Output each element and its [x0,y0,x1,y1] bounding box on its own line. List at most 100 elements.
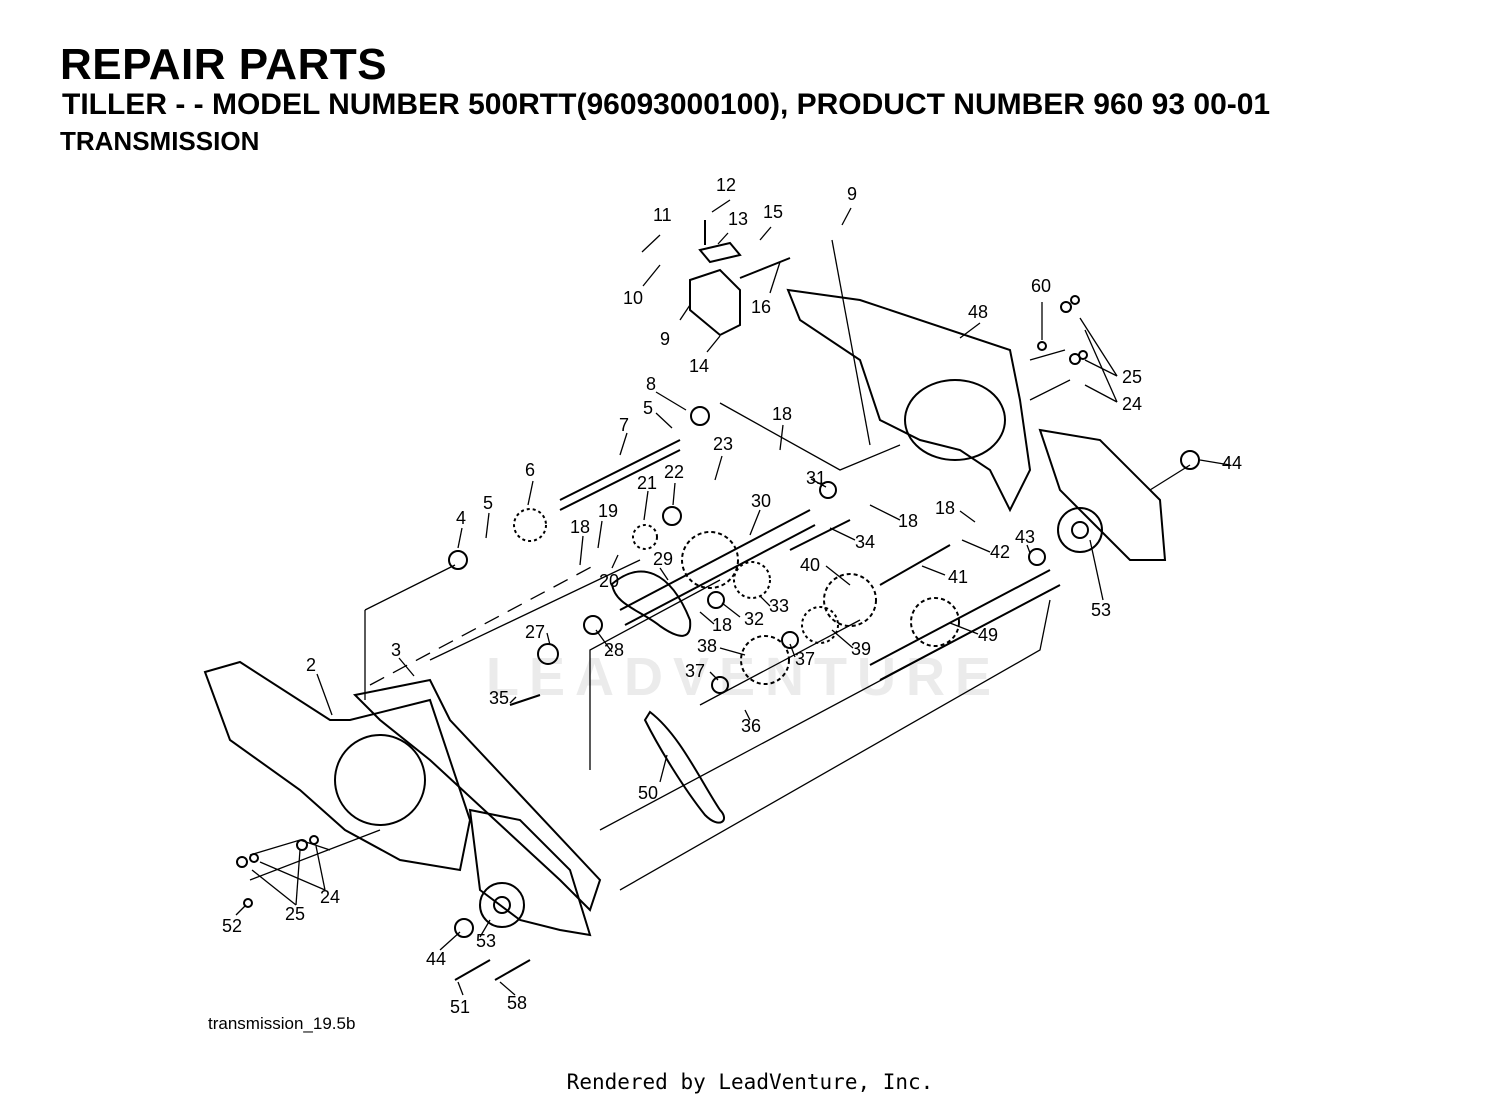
gear-21 [632,524,658,550]
callout-6: 6 [525,460,535,480]
callout-37: 37 [685,661,705,681]
callout-29: 29 [653,549,673,569]
right-hub-bore [1071,521,1089,539]
right-side-cover [1038,428,1167,561]
callout-43: 43 [1015,527,1035,547]
callout-42: 42 [990,542,1010,562]
shaft-30 [619,509,811,611]
bearing-43 [1028,548,1046,566]
bearing-22 [662,506,682,526]
bolt-35 [509,694,541,706]
callout-9: 9 [660,329,670,349]
bearing-8 [690,406,710,426]
callout-8: 8 [646,374,656,394]
right-housing-cutout [904,379,1006,461]
callout-3: 3 [391,640,401,660]
gasket [352,678,602,912]
plate-13 [698,241,742,264]
model-line: TILLER - - MODEL NUMBER 500RTT(960930001… [62,88,1271,121]
callout-23: 23 [713,434,733,454]
callout-18: 18 [935,498,955,518]
callout-53: 53 [1091,600,1111,620]
callout-22: 22 [664,462,684,482]
callout-32: 32 [744,609,764,629]
sprocket-39 [801,606,839,644]
shaft-41 [879,544,951,586]
bearing-31 [819,481,837,499]
callout-20: 20 [599,571,619,591]
sprocket-40 [823,573,877,627]
sprocket-49 [910,597,960,647]
sprocket-38 [740,635,790,685]
spacer-27 [537,643,559,665]
shaft-49 [869,569,1051,666]
washer-24-d [1078,350,1088,360]
bearing-37-lower [711,676,729,694]
callout-24: 24 [320,887,340,907]
callout-18: 18 [898,511,918,531]
bearing-37-upper [781,631,799,649]
shaft-30-lower [624,524,816,626]
section-title: TRANSMISSION [60,126,260,156]
callout-48: 48 [968,302,988,322]
page-title: REPAIR PARTS [60,40,388,89]
callout-38: 38 [697,636,717,656]
callout-25: 25 [285,904,305,924]
callout-14: 14 [689,356,709,376]
bearing-44-right [1180,450,1200,470]
callout-28: 28 [604,640,624,660]
callout-11: 11 [653,205,672,225]
callout-labels: 2 3 4 5 5 6 7 8 9 9 10 11 12 13 14 15 16… [222,175,1242,1017]
callout-16: 16 [751,297,771,317]
right-housing-plate [786,288,1032,513]
callout-37: 37 [795,649,815,669]
bearing-32 [707,591,725,609]
washer-24-c [1070,295,1080,305]
shift-rod-16 [739,257,791,279]
callout-44: 44 [426,949,446,969]
callout-53: 53 [476,931,496,951]
washer-24-b [309,835,319,845]
callout-2: 2 [306,655,316,675]
callout-9: 9 [847,184,857,204]
callout-58: 58 [507,993,527,1013]
callout-50: 50 [638,783,658,803]
washer-25-c [1060,301,1072,313]
callout-36: 36 [741,716,761,736]
bolt-58 [494,959,531,981]
callout-31: 31 [806,468,826,488]
callout-40: 40 [800,555,820,575]
callout-5: 5 [643,398,653,418]
callout-18: 18 [712,615,732,635]
callout-15: 15 [763,202,783,222]
callout-12: 12 [716,175,736,195]
left-hub [479,882,525,928]
callout-24: 24 [1122,394,1142,414]
callout-18: 18 [570,517,590,537]
sprocket-30 [681,531,739,589]
reference-lines [235,199,1231,996]
chain-50 [643,710,725,824]
gear-6 [513,508,547,542]
diagram-artwork [203,220,1200,981]
callout-25: 25 [1122,367,1142,387]
callout-44: 44 [1222,453,1242,473]
callout-49: 49 [978,625,998,645]
callout-34: 34 [855,532,875,552]
shaft-7-lower [559,449,681,511]
watermark: LEADVENTURE [486,647,1002,707]
shaft-7 [559,439,681,501]
callout-52: 52 [222,916,242,936]
shift-block [689,268,741,337]
callout-10: 10 [623,288,643,308]
bearing-28 [583,615,603,635]
callout-41: 41 [948,567,968,587]
callout-21: 21 [637,473,657,493]
bearing-4 [448,550,468,570]
callout-60: 60 [1031,276,1051,296]
bolt-51 [454,959,491,981]
nut-52 [243,898,253,908]
callout-19: 19 [598,501,618,521]
callout-4: 4 [456,508,466,528]
